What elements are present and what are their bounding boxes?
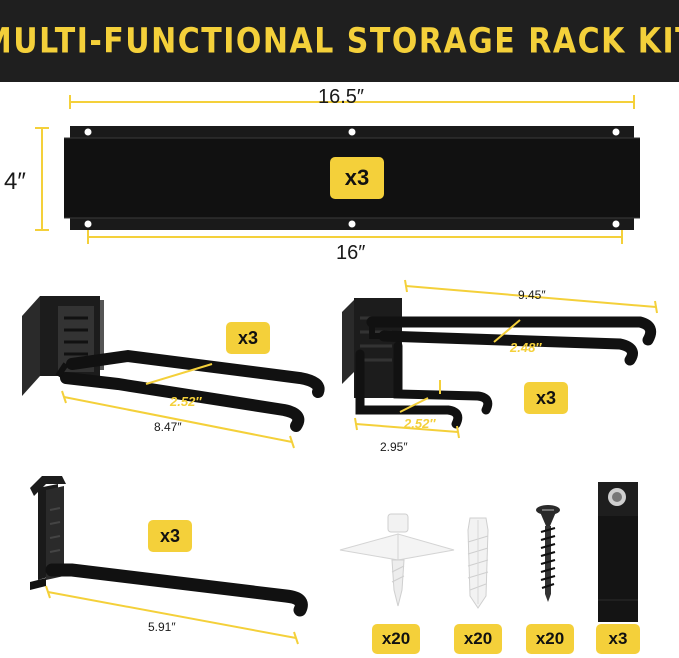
single-hook-length-label: 5.91″ <box>148 620 176 634</box>
double-hook-gap-label: 2.52″ <box>170 394 202 409</box>
rail-width-bottom-label: 16″ <box>336 242 366 264</box>
wall-plug-qty-badge: x20 <box>454 624 502 654</box>
multi-hook-length-label: 9.45″ <box>518 288 546 302</box>
screw-qty-badge: x20 <box>526 624 574 654</box>
multi-hook-gap-bottom-label: 2.52″ <box>404 416 436 431</box>
multi-hook-gap-top-dimension-line <box>493 319 521 343</box>
multi-hook-gap-top-label: 2.48″ <box>510 340 542 355</box>
multi-hook-length-dimension-line <box>404 279 658 314</box>
multi-hook-qty-badge: x3 <box>524 382 568 414</box>
multi-hook-depth-label: 2.95″ <box>380 440 408 454</box>
double-hook-length-label: 8.47″ <box>154 420 182 434</box>
header-banner: MULTI-FUNCTIONAL STORAGE RACK KIT <box>0 0 679 82</box>
double-hook-gap-dimension-line <box>145 363 213 385</box>
double-hook-image <box>22 296 325 432</box>
rail-height-dimension-line <box>35 127 49 231</box>
double-hook-length-dimension-line <box>61 390 295 449</box>
page-title: MULTI-FUNCTIONAL STORAGE RACK KIT <box>0 20 679 62</box>
double-hook-qty-badge: x3 <box>226 322 270 354</box>
wing-anchor-icon <box>339 513 455 607</box>
hook-loop-strap-icon <box>598 482 638 622</box>
wing-anchor-qty-badge: x20 <box>372 624 420 654</box>
wall-plug-icon <box>467 517 489 609</box>
rail-width-top-dimension-line <box>69 95 635 109</box>
multi-hook-depth-dimension-line <box>354 417 460 439</box>
multi-hook-gap-bottom-dimension-line <box>399 397 429 413</box>
screw-icon <box>536 505 560 602</box>
single-hook-image <box>30 476 308 617</box>
rail-width-bottom-dimension-line <box>87 230 623 244</box>
single-hook-qty-badge: x3 <box>148 520 192 552</box>
single-hook-length-dimension-line <box>45 585 299 645</box>
multi-hook-image <box>342 298 657 429</box>
strap-qty-badge: x3 <box>596 624 640 654</box>
rail-height-label: 4″ <box>4 168 26 195</box>
rail-qty-badge: x3 <box>330 157 384 199</box>
rail-width-top-label: 16.5″ <box>318 86 365 108</box>
